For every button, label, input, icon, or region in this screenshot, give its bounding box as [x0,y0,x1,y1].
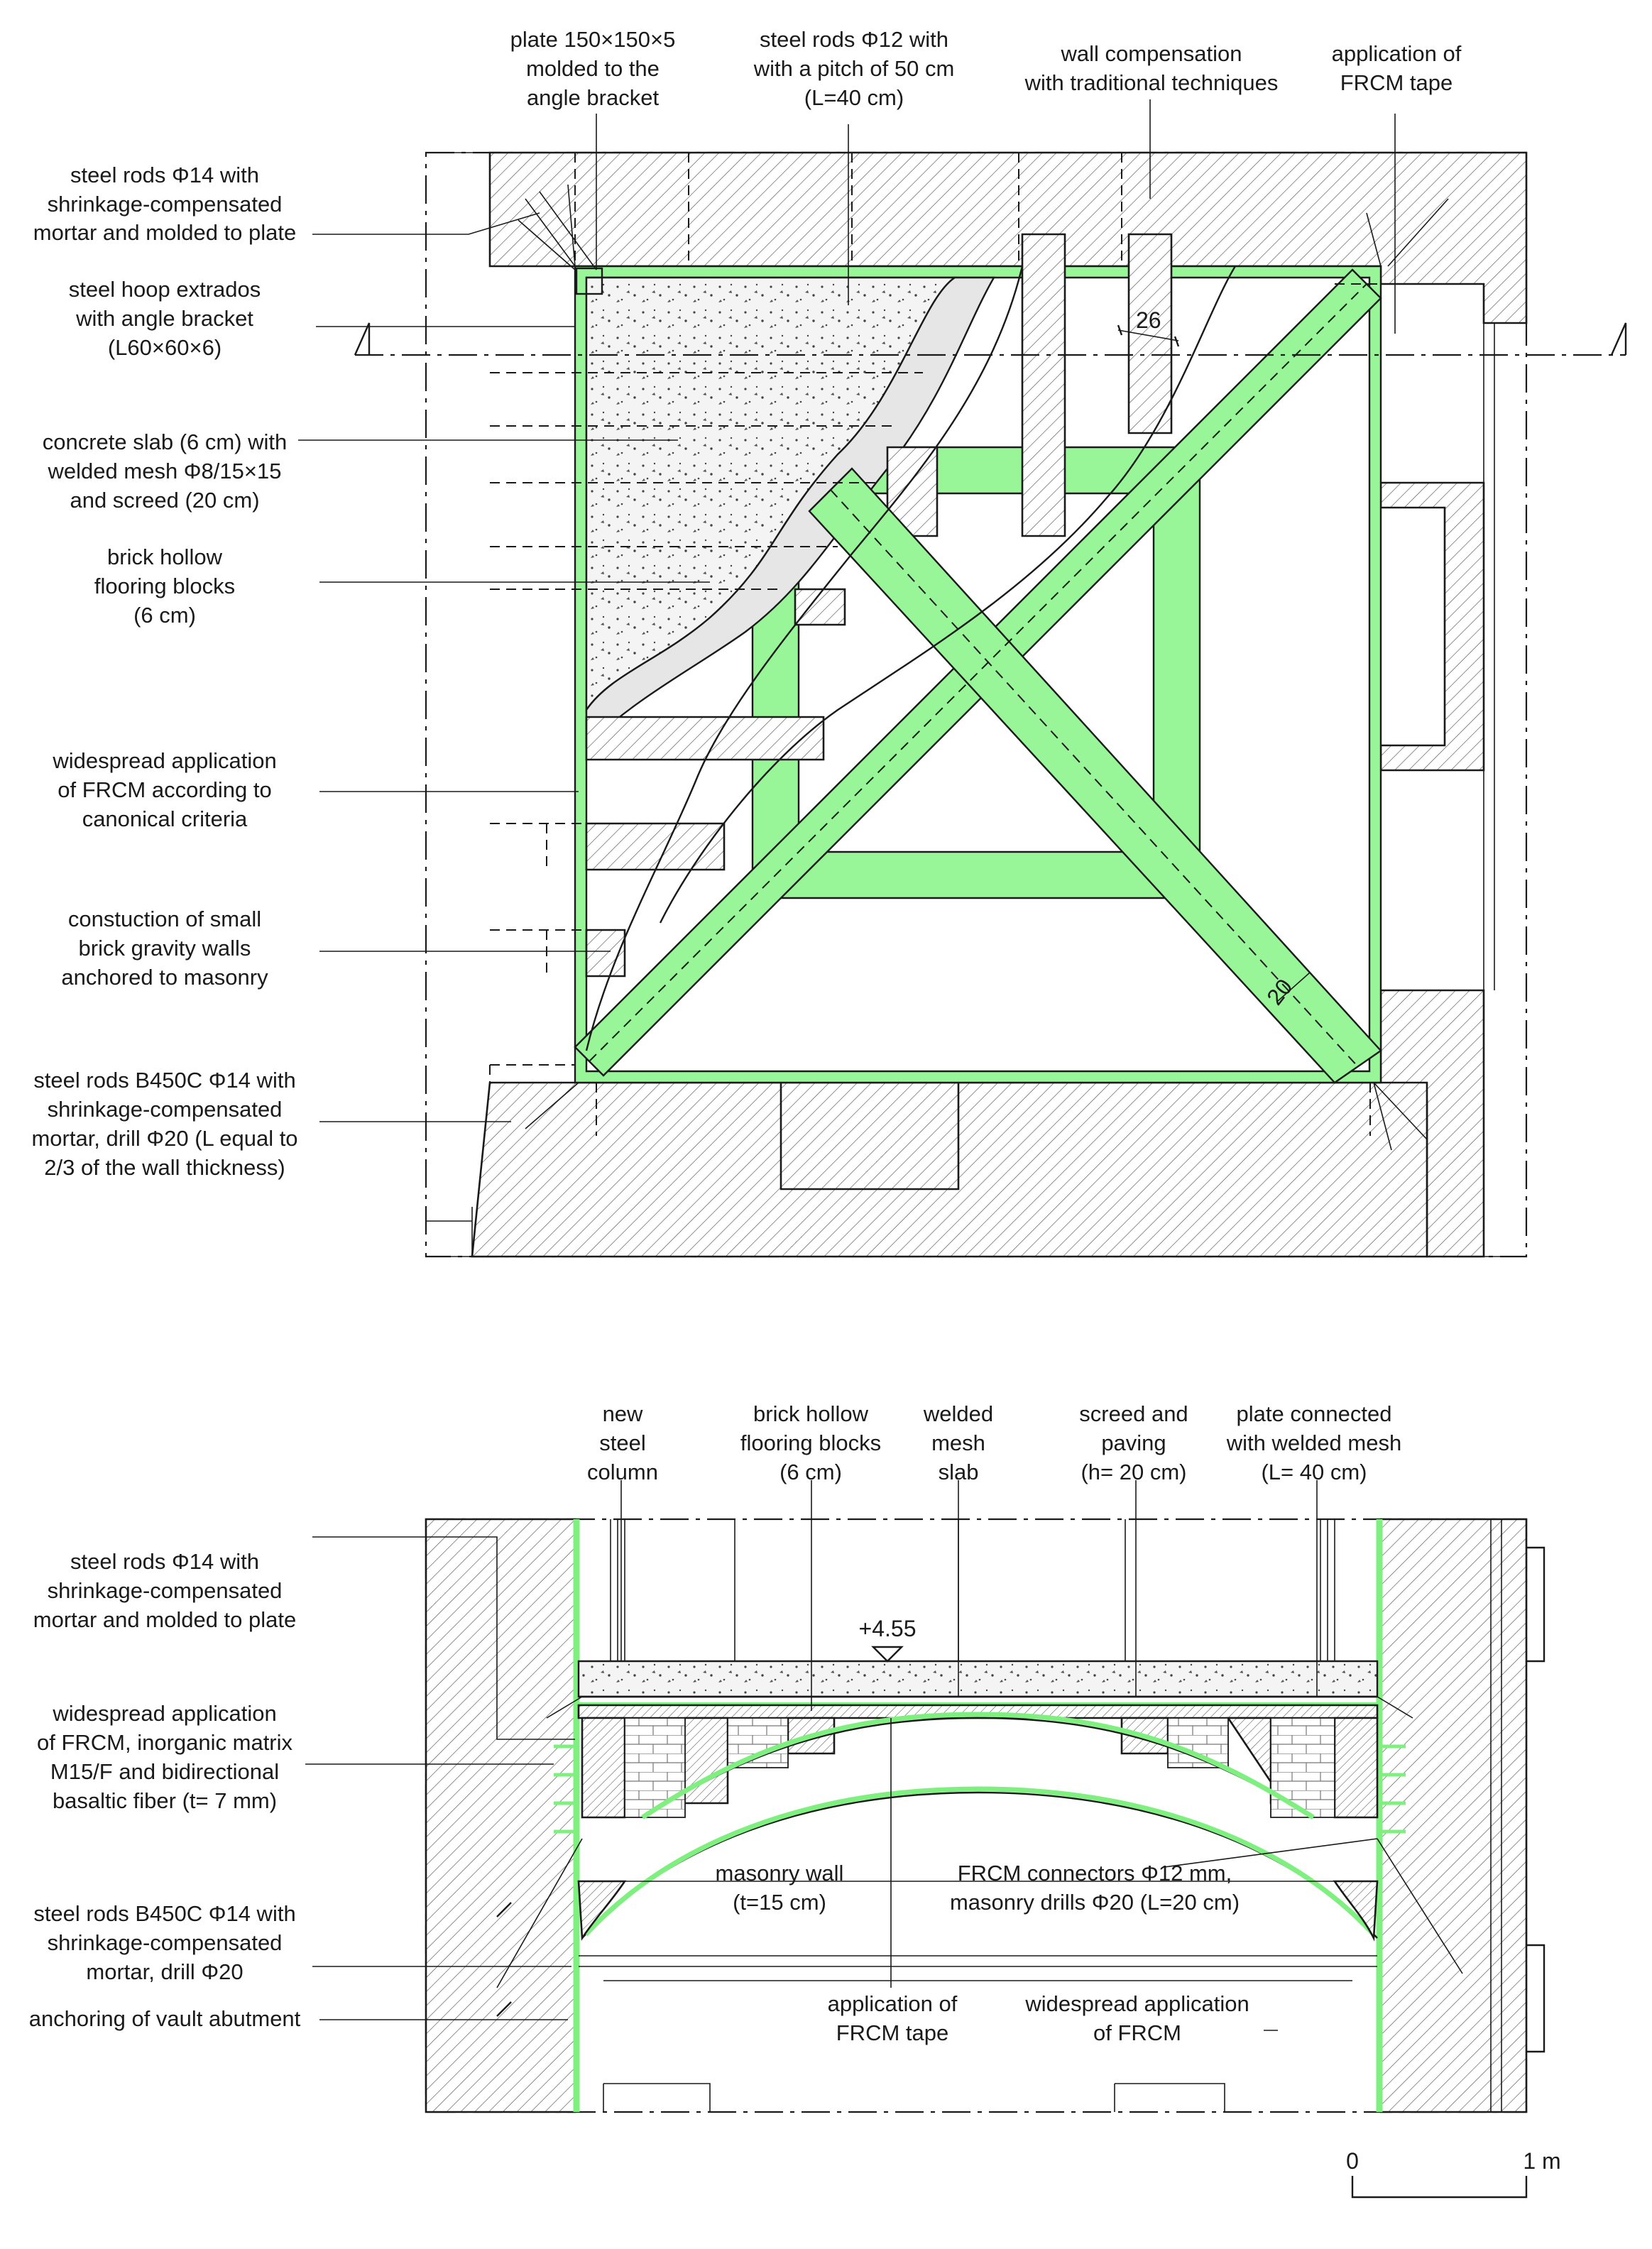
plan-label: of FRCM according to [58,777,272,802]
section-label: (L= 40 cm) [1261,1460,1367,1484]
plan-label: (L60×60×6) [108,335,221,360]
plan-label: with traditional techniques [1024,70,1279,95]
plan-label: steel rods Φ12 with [760,27,948,52]
section-label: (6 cm) [779,1460,842,1484]
section-label: FRCM connectors Φ12 mm, [958,1861,1232,1886]
plan-labels-top: plate 150×150×5 molded to the angle brac… [510,27,1462,110]
dim-26-label: 26 [1136,307,1161,333]
section-label: brick hollow [753,1401,869,1426]
plan-drawing: 26 20 [298,99,1627,1258]
plan-label: welded mesh Φ8/15×15 [48,459,282,483]
plan-label: application of [1332,41,1462,66]
section-label: widespread application [52,1701,276,1726]
section-label: paving [1101,1430,1166,1455]
plan-label: concrete slab (6 cm) with [43,429,288,454]
plan-label: mortar and molded to plate [33,220,297,245]
section-label: M15/F and bidirectional [50,1759,279,1784]
plan-label: steel hoop extrados [69,277,261,302]
section-label: steel rods Φ14 with [70,1549,259,1574]
plan-labels-left: steel rods Φ14 with shrinkage-compensate… [31,163,297,1180]
scale-bar: 0 1 m [1346,2148,1561,2199]
plan-label: angle bracket [527,85,660,110]
plan-label: 2/3 of the wall thickness) [44,1155,285,1180]
section-label: widespread application [1024,1991,1249,2016]
section-label: anchoring of vault abutment [29,2006,301,2031]
section-label: (t=15 cm) [733,1890,826,1915]
plan-label: shrinkage-compensated [48,1097,283,1122]
section-label: mortar and molded to plate [33,1607,297,1632]
plan-label: (6 cm) [133,603,196,628]
section-label: mortar, drill Φ20 [86,1959,243,1984]
section-label: masonry drills Φ20 (L=20 cm) [950,1890,1240,1915]
section-labels-top: new steel column brick hollow flooring b… [587,1401,1401,1484]
section-label: flooring blocks [740,1430,881,1455]
plan-label: flooring blocks [94,574,235,598]
plan-label: steel rods B450C Φ14 with [33,1068,295,1093]
plan-label: steel rods Φ14 with [70,163,259,187]
plan-label: constuction of small [68,907,261,931]
plan-label: and screed (20 cm) [70,488,259,513]
level-mark: +4.55 [859,1616,917,1641]
section-label: screed and [1079,1401,1188,1426]
section-label: welded [923,1401,993,1426]
section-label: column [587,1460,658,1484]
plan-label: shrinkage-compensated [48,192,283,217]
section-label: steel [599,1430,645,1455]
plan-label: mortar, drill Φ20 (L equal to [31,1126,297,1151]
plan-label: wall compensation [1060,41,1242,66]
section-label: plate connected [1237,1401,1392,1426]
section-label: (h= 20 cm) [1081,1460,1186,1484]
scale-end: 1 m [1523,2148,1560,2174]
scale-start: 0 [1346,2148,1359,2174]
plan-label: brick hollow [107,545,223,569]
section-label: masonry wall [716,1861,844,1886]
section-label: basaltic fiber (t= 7 mm) [53,1788,277,1813]
section-drawing: +4.55 [305,1480,1546,2113]
section-label: application of [828,1991,958,2016]
plan-label: plate 150×150×5 [510,27,676,52]
section-label: with welded mesh [1226,1430,1401,1455]
plan-label: brick gravity walls [79,936,251,961]
section-label: shrinkage-compensated [48,1578,283,1603]
plan-label: anchored to masonry [61,965,268,990]
plan-label: molded to the [526,56,660,81]
section-label: new [603,1401,643,1426]
plan-label: canonical criteria [82,806,248,831]
plan-label: widespread application [52,748,276,773]
plan-label: FRCM tape [1340,70,1453,95]
plan-label: (L=40 cm) [804,85,904,110]
section-label: shrinkage-compensated [48,1930,283,1955]
section-labels-left: steel rods Φ14 with shrinkage-compensate… [29,1549,301,2031]
section-label: slab [939,1460,979,1484]
section-labels-inner: masonry wall (t=15 cm) FRCM connectors Φ… [716,1861,1249,2045]
section-label: of FRCM, inorganic matrix [37,1730,293,1755]
section-label: mesh [931,1430,985,1455]
plan-label: with a pitch of 50 cm [753,56,955,81]
section-label: steel rods B450C Φ14 with [33,1901,295,1926]
section-label: of FRCM [1093,2020,1181,2045]
section-label: FRCM tape [836,2020,948,2045]
plan-label: with angle bracket [75,306,253,331]
